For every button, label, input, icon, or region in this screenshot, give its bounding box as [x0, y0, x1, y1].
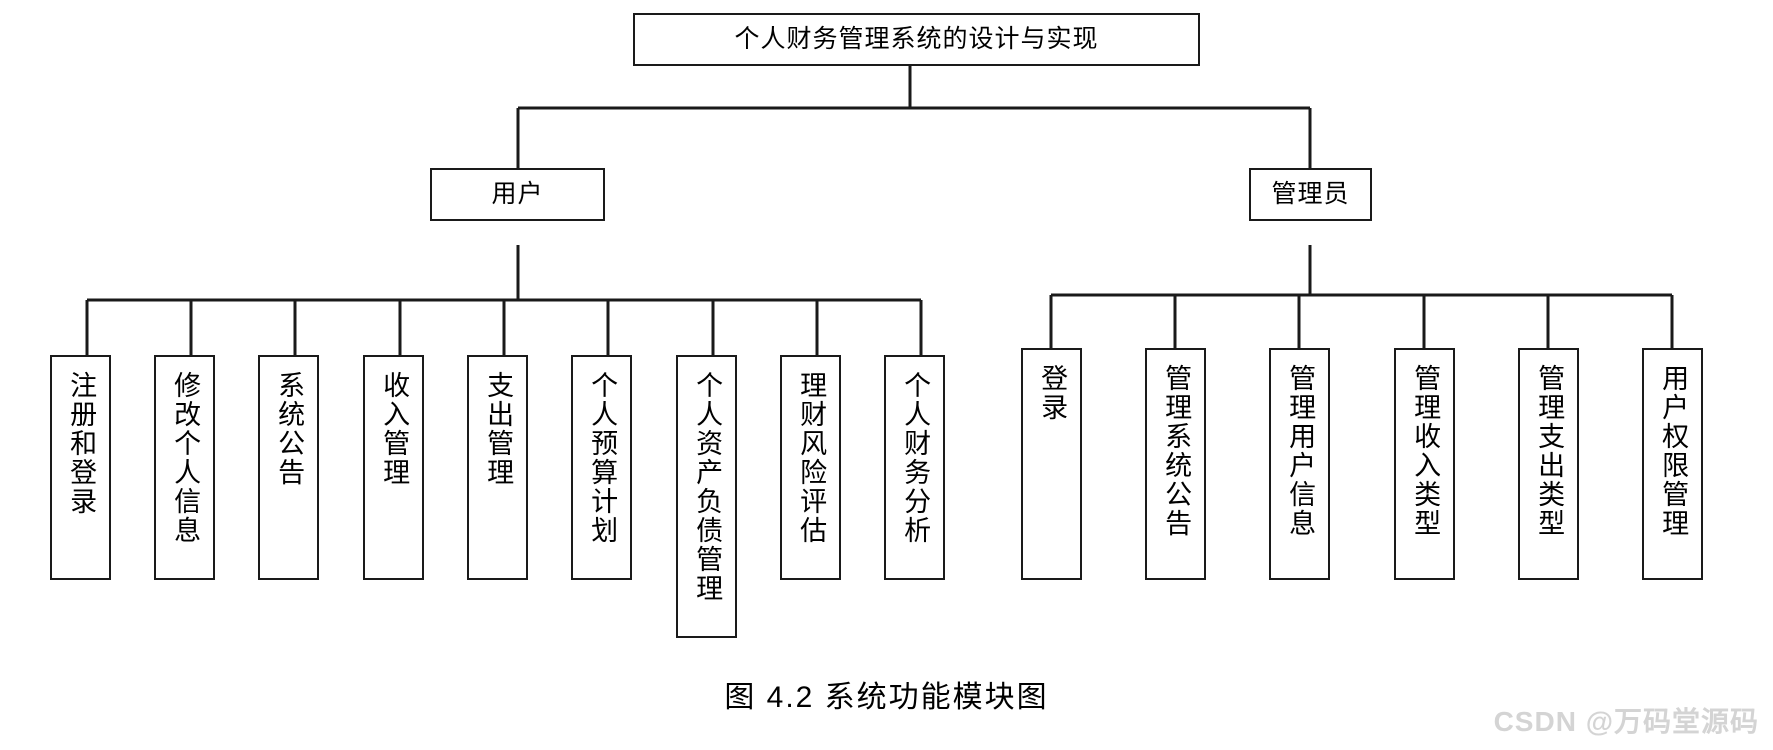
node-branch-user[interactable]: 用户 [430, 168, 605, 221]
node-branch-admin-label: 管理员 [1271, 179, 1350, 208]
node-user-leaf-income-management-label: 收入管理 [379, 371, 410, 487]
node-root[interactable]: 个人财务管理系统的设计与实现 [633, 13, 1200, 66]
node-admin-leaf-manage-announcement-label: 管理系统公告 [1161, 364, 1192, 538]
node-user-leaf-financial-analysis[interactable]: 个人财务分析 [884, 355, 945, 580]
node-user-leaf-risk-assessment[interactable]: 理财风险评估 [780, 355, 841, 580]
node-admin-leaf-user-permission[interactable]: 用户权限管理 [1642, 348, 1703, 580]
node-admin-leaf-manage-income-type[interactable]: 管理收入类型 [1394, 348, 1455, 580]
node-admin-leaf-manage-announcement[interactable]: 管理系统公告 [1145, 348, 1206, 580]
node-user-leaf-assets-liabilities-label: 个人资产负债管理 [692, 371, 723, 603]
node-admin-leaf-manage-income-type-label: 管理收入类型 [1410, 364, 1441, 538]
node-admin-leaf-user-permission-label: 用户权限管理 [1658, 364, 1689, 538]
node-branch-admin[interactable]: 管理员 [1249, 168, 1372, 221]
node-user-leaf-edit-profile[interactable]: 修改个人信息 [154, 355, 215, 580]
node-admin-leaf-login[interactable]: 登录 [1021, 348, 1082, 580]
node-user-leaf-expense-management[interactable]: 支出管理 [467, 355, 528, 580]
node-user-leaf-edit-profile-label: 修改个人信息 [170, 371, 201, 545]
node-user-leaf-financial-analysis-label: 个人财务分析 [900, 371, 931, 545]
node-user-leaf-personal-budget-plan[interactable]: 个人预算计划 [571, 355, 632, 580]
node-branch-user-label: 用户 [491, 179, 544, 208]
node-admin-leaf-login-label: 登录 [1037, 364, 1068, 422]
node-user-leaf-expense-management-label: 支出管理 [483, 371, 514, 487]
figure-caption: 图 4.2 系统功能模块图 [724, 681, 1049, 714]
node-user-leaf-register-login-label: 注册和登录 [66, 371, 97, 516]
node-root-label: 个人财务管理系统的设计与实现 [734, 24, 1099, 53]
node-admin-leaf-manage-expense-type[interactable]: 管理支出类型 [1518, 348, 1579, 580]
node-user-leaf-personal-budget-plan-label: 个人预算计划 [587, 371, 618, 545]
node-user-leaf-system-announcement[interactable]: 系统公告 [258, 355, 319, 580]
node-user-leaf-system-announcement-label: 系统公告 [274, 371, 305, 487]
node-admin-leaf-manage-expense-type-label: 管理支出类型 [1534, 364, 1565, 538]
node-user-leaf-income-management[interactable]: 收入管理 [363, 355, 424, 580]
watermark: CSDN @万码堂源码 [1493, 706, 1759, 737]
node-user-leaf-assets-liabilities[interactable]: 个人资产负债管理 [676, 355, 737, 638]
node-admin-leaf-manage-user-info[interactable]: 管理用户信息 [1269, 348, 1330, 580]
node-admin-leaf-manage-user-info-label: 管理用户信息 [1285, 364, 1316, 538]
node-user-leaf-register-login[interactable]: 注册和登录 [50, 355, 111, 580]
node-user-leaf-risk-assessment-label: 理财风险评估 [796, 371, 827, 545]
